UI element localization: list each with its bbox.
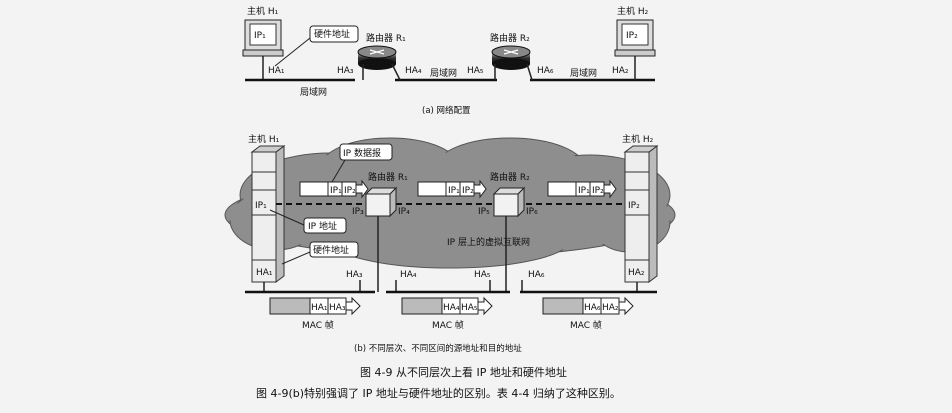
figure-title: 图 4-9 从不同层次上看 IP 地址和硬件地址 bbox=[360, 365, 567, 379]
mac-frame-3: HA₆ HA₂ MAC 帧 bbox=[542, 296, 634, 331]
ip-datagram-callout-label: IP 数据报 bbox=[343, 147, 381, 159]
frame1-dst: HA₃ bbox=[329, 303, 346, 313]
router-r2-label: 路由器 R₂ bbox=[490, 32, 530, 44]
mac-frame-1-label: MAC 帧 bbox=[302, 319, 334, 331]
pkt1-dst: IP₂ bbox=[344, 186, 356, 196]
fig-b-ip3-label: IP₃ bbox=[352, 207, 364, 217]
router-r2-box bbox=[492, 186, 526, 218]
body-text: 图 4-9(b)特别强调了 IP 地址与硬件地址的区别。表 4-4 归纳了这种区… bbox=[256, 386, 621, 400]
fig-a-caption: (a) 网络配置 bbox=[422, 105, 471, 116]
fig-b-router-r1-label: 路由器 R₁ bbox=[368, 171, 408, 183]
fig-b-ip6-label: IP₆ bbox=[526, 207, 538, 217]
ha4-label: HA₄ bbox=[405, 66, 422, 76]
fig-b-ip1-label: IP₁ bbox=[255, 201, 267, 211]
ip-datagram-2: IP₁ IP₂ bbox=[417, 179, 487, 199]
mac-frame-1: HA₁ HA₃ MAC 帧 bbox=[269, 296, 361, 331]
fig-b-ha4-label: HA₄ bbox=[400, 270, 417, 280]
lan2-label: 局域网 bbox=[430, 67, 457, 79]
fig-b: 主机 H₁ IP₁ HA₁ 主机 H₂ IP₂ HA₂ 路由器 R₁ IP₃ I… bbox=[224, 133, 676, 354]
ha6-label: HA₆ bbox=[537, 66, 554, 76]
ip-address-callout-label: IP 地址 bbox=[308, 220, 337, 232]
fig-a: 主机 H₁ IP₁ 硬件地址 HA₁ 局域网 HA₃ 路由器 R₁ HA₄ 局域… bbox=[242, 5, 656, 116]
pkt1-src: IP₁ bbox=[330, 186, 342, 196]
router-r1-icon bbox=[357, 45, 397, 70]
fig-b-ha6-label: HA₆ bbox=[528, 270, 545, 280]
lan1-label: 局域网 bbox=[300, 86, 327, 98]
hw-address-callout bbox=[309, 25, 359, 43]
pkt2-dst: IP₂ bbox=[462, 186, 474, 196]
pkt3-src: IP₁ bbox=[578, 186, 590, 196]
frame2-dst: HA₅ bbox=[461, 303, 478, 313]
hw-address-callout-b bbox=[309, 241, 359, 258]
ip-datagram-3: IP₁ IP₂ bbox=[547, 179, 617, 199]
ip2-label: IP₂ bbox=[626, 31, 638, 41]
mac-frame-3-label: MAC 帧 bbox=[570, 319, 602, 331]
host-h1-computer-icon bbox=[242, 19, 284, 57]
lan3-label: 局域网 bbox=[570, 67, 597, 79]
hw-address-callout-b-label: 硬件地址 bbox=[313, 244, 349, 256]
ha5-label: HA₅ bbox=[467, 66, 484, 76]
host-h1-protocol-stack bbox=[250, 145, 286, 283]
frame3-dst: HA₂ bbox=[602, 303, 619, 313]
host-h2-protocol-stack bbox=[623, 145, 659, 283]
pkt2-src: IP₁ bbox=[448, 186, 460, 196]
fig-b-ha5-label: HA₅ bbox=[474, 270, 491, 280]
ha2-label: HA₂ bbox=[612, 66, 629, 76]
frame2-src: HA₄ bbox=[443, 303, 460, 313]
fig-b-ip2-label: IP₂ bbox=[628, 201, 640, 211]
router-r1-box bbox=[364, 186, 398, 218]
ip-datagram-callout bbox=[339, 143, 393, 161]
frame1-src: HA₁ bbox=[311, 303, 328, 313]
ip-address-callout bbox=[303, 217, 347, 234]
ip-datagram-1: IP₁ IP₂ bbox=[299, 179, 369, 199]
fig-b-caption: (b) 不同层次、不同区间的源地址和目的地址 bbox=[354, 343, 522, 354]
router-r2-icon bbox=[491, 45, 531, 70]
hw-address-callout-label: 硬件地址 bbox=[314, 28, 350, 40]
router-r1-label: 路由器 R₁ bbox=[366, 32, 406, 44]
fig-b-host-h1-label: 主机 H₁ bbox=[248, 133, 280, 145]
ha1-label: HA₁ bbox=[268, 66, 285, 76]
mac-frame-2: HA₄ HA₅ MAC 帧 bbox=[401, 296, 493, 331]
fig-b-router-r2-label: 路由器 R₂ bbox=[490, 171, 530, 183]
frame3-src: HA₆ bbox=[584, 303, 601, 313]
virtual-internet-label: IP 层上的虚拟互联网 bbox=[447, 236, 530, 248]
fig-b-ha3-label: HA₃ bbox=[346, 270, 363, 280]
fig-b-host-h2-label: 主机 H₂ bbox=[622, 133, 654, 145]
host-h1-label: 主机 H₁ bbox=[247, 5, 279, 17]
pkt3-dst: IP₂ bbox=[592, 186, 604, 196]
fig-b-ha1-label: HA₁ bbox=[256, 268, 273, 278]
host-h2-computer-icon bbox=[614, 19, 656, 57]
host-h2-label: 主机 H₂ bbox=[617, 5, 649, 17]
ha3-label: HA₃ bbox=[337, 66, 354, 76]
fig-b-ha2-label: HA₂ bbox=[628, 268, 645, 278]
fig-b-ip5-label: IP₅ bbox=[478, 207, 490, 217]
fig-b-ip4-label: IP₄ bbox=[398, 207, 410, 217]
ip1-label: IP₁ bbox=[254, 31, 266, 41]
mac-frame-2-label: MAC 帧 bbox=[432, 319, 464, 331]
